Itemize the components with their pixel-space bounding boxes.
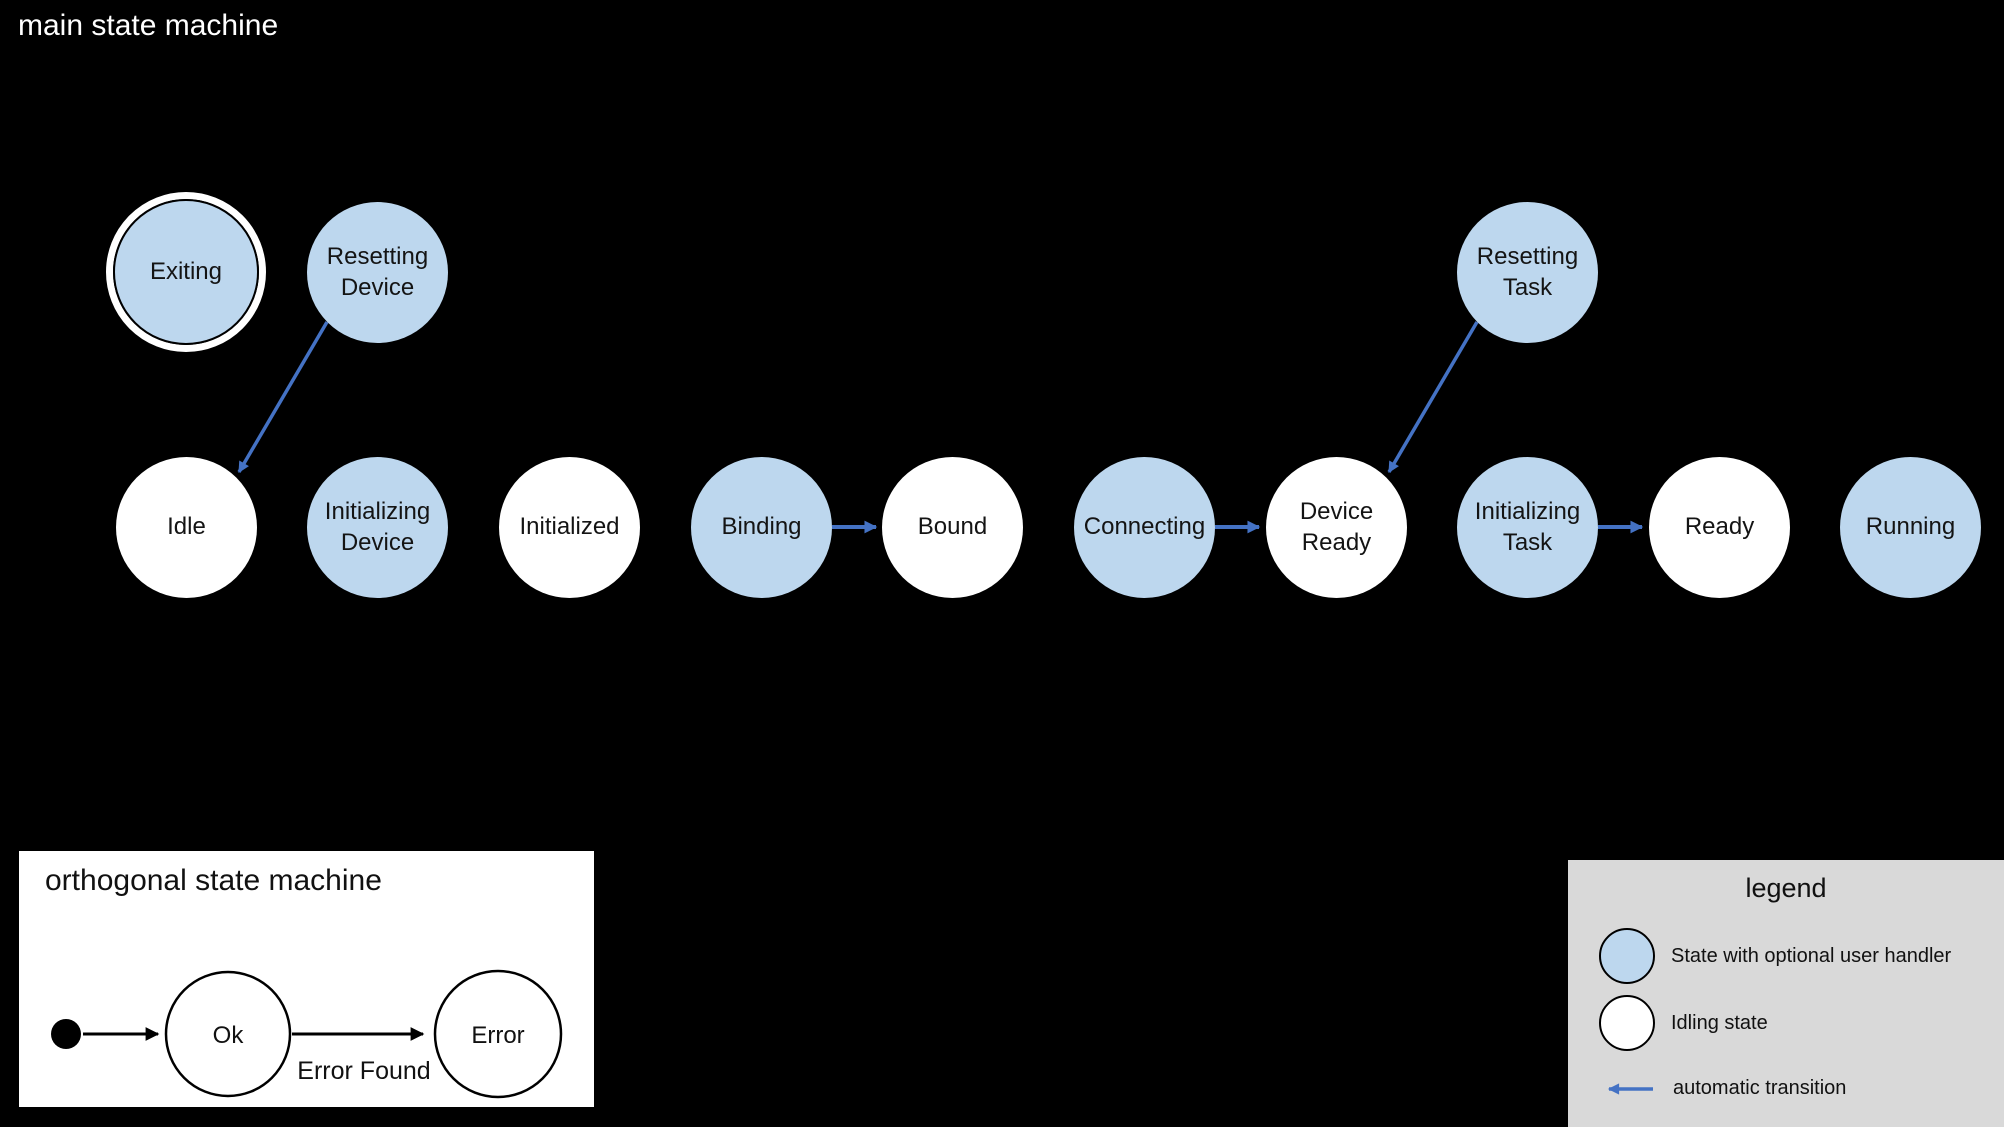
state-ok bbox=[164, 970, 292, 1098]
idling-state-icon bbox=[1599, 995, 1655, 1051]
orthogonal-machine-panel: orthogonal state machine Ok Error Found … bbox=[19, 851, 594, 1107]
legend-panel: legend State with optional user handler … bbox=[1568, 860, 2004, 1127]
state-error bbox=[433, 969, 563, 1099]
state-connecting: Connecting bbox=[1074, 457, 1215, 598]
state-initializing-device: Initializing Device bbox=[307, 457, 448, 598]
legend-item-automatic-transition: automatic transition bbox=[1599, 1077, 2004, 1100]
state-error-label: Error bbox=[471, 1022, 524, 1049]
state-ready: Ready bbox=[1649, 457, 1790, 598]
state-device-ready: Device Ready bbox=[1266, 457, 1407, 598]
legend-item-label: Idling state bbox=[1671, 1011, 1768, 1034]
state-exiting: Exiting bbox=[113, 199, 259, 345]
orthogonal-machine-title: orthogonal state machine bbox=[45, 864, 382, 897]
legend-item-idling-state: Idling state bbox=[1599, 995, 2004, 1051]
state-idle: Idle bbox=[116, 457, 257, 598]
transition-label-error-found: Error Found bbox=[297, 1057, 430, 1085]
handler-state-icon bbox=[1599, 928, 1655, 984]
legend-item-label: State with optional user handler bbox=[1671, 944, 1952, 967]
automatic-transition-icon bbox=[1607, 1082, 1653, 1095]
state-resetting-task: Resetting Task bbox=[1457, 202, 1598, 343]
legend-title: legend bbox=[1745, 873, 1827, 903]
state-resetting-device: Resetting Device bbox=[307, 202, 448, 343]
initial-state-dot bbox=[51, 1019, 81, 1049]
auto-transition-arrow-resetting-device-to-idle bbox=[237, 321, 329, 473]
auto-transition-arrow-resetting-task-to-device-ready bbox=[1387, 321, 1479, 473]
state-running: Running bbox=[1840, 457, 1981, 598]
state-binding: Binding bbox=[691, 457, 832, 598]
legend-rows: State with optional user handler Idling … bbox=[1599, 928, 2004, 1100]
state-initializing-task: Initializing Task bbox=[1457, 457, 1598, 598]
state-exiting-final-ring: Exiting bbox=[106, 192, 266, 352]
orthogonal-machine-diagram: Ok Error Found Error bbox=[51, 969, 563, 1099]
state-ok-label: Ok bbox=[213, 1022, 245, 1049]
main-machine-title: main state machine bbox=[18, 9, 279, 42]
state-bound: Bound bbox=[882, 457, 1023, 598]
state-initialized: Initialized bbox=[499, 457, 640, 598]
legend-item-handler-state: State with optional user handler bbox=[1599, 928, 2004, 984]
legend-item-label: automatic transition bbox=[1673, 1077, 1847, 1099]
